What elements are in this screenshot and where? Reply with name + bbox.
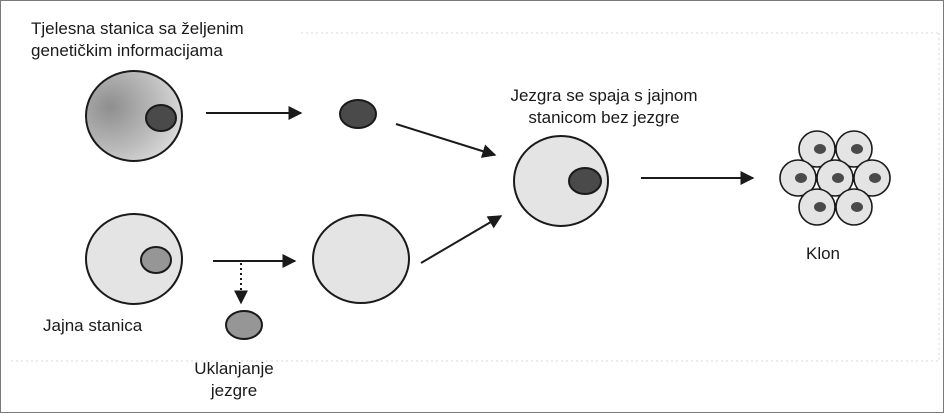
somatic-nucleus [145, 104, 177, 132]
clone-cell [798, 188, 836, 226]
clone-cell [779, 159, 817, 197]
egg-cell [85, 213, 183, 305]
arrow-egg-to-fusion [420, 215, 503, 264]
egg-nucleus [140, 246, 172, 274]
nucleus-fusion-label: Jezgra se spaja s jajnom stanicom bez je… [510, 86, 698, 127]
enucleated-egg-cell [312, 214, 410, 304]
removed-nucleus [225, 310, 263, 340]
arrow-nucleus-to-fusion [395, 123, 497, 158]
fused-nucleus [568, 167, 602, 195]
extracted-nucleus [339, 99, 377, 129]
clone-cell [835, 130, 873, 168]
somatic-cell-label: Tjelesna stanica sa željenim genetičkim … [31, 19, 244, 60]
clone-cluster [779, 130, 891, 226]
somatic-cell [85, 70, 183, 162]
clone-cell [798, 130, 836, 168]
fused-cell [513, 135, 609, 227]
clone-cell [835, 188, 873, 226]
nucleus-removal-label: Uklanjanje jezgre [194, 359, 274, 400]
clone-cell [853, 159, 891, 197]
egg-cell-label: Jajna stanica [43, 316, 143, 335]
clone-label: Klon [805, 244, 841, 263]
clone-cell [816, 159, 854, 197]
